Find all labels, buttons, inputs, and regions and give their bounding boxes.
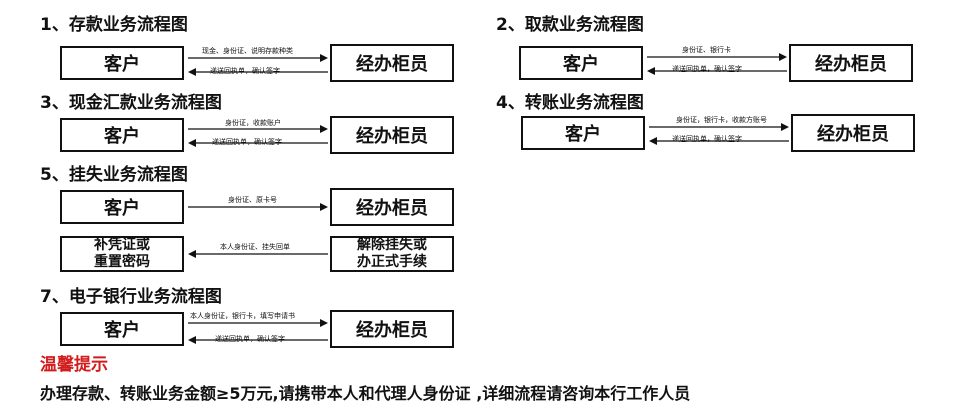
- forward-label: 身份证、银行卡: [682, 46, 731, 54]
- customer-box: 客户: [60, 312, 184, 346]
- back-arrow: [647, 67, 787, 75]
- forward-label: 身份证，收款账户: [225, 119, 281, 127]
- back-arrow: [188, 336, 328, 344]
- section-title: 3、现金汇款业务流程图: [40, 93, 222, 113]
- forward-arrow: [188, 54, 328, 62]
- back-arrow: [188, 68, 328, 76]
- back-label: 递送回执单，确认签字: [672, 65, 742, 73]
- tip-text: 办理存款、转账业务金额≥5万元,请携带本人和代理人身份证 ,详细流程请咨询本行工…: [40, 384, 691, 403]
- forward-label: 身份证，银行卡，收款方账号: [676, 116, 767, 124]
- teller-box: 经办柜员: [330, 44, 454, 82]
- forward-arrow: [188, 319, 328, 327]
- customer-box: 客户: [60, 118, 184, 152]
- forward-label: 身份证、原卡号: [228, 196, 277, 204]
- back-label: 本人身份证、挂失回单: [220, 243, 290, 251]
- customer-box: 客户: [519, 46, 643, 80]
- section-title: 1、存款业务流程图: [40, 15, 188, 35]
- cancel-loss-line-2: 办正式手续: [357, 254, 427, 270]
- teller-box: 经办柜员: [330, 310, 454, 348]
- back-arrow: [188, 139, 328, 147]
- forward-arrow: [188, 203, 328, 211]
- forward-label: 现金、身份证、说明存款种类: [202, 47, 293, 55]
- customer-box: 客户: [521, 116, 645, 150]
- tip-title: 温馨提示: [40, 355, 108, 375]
- forward-arrow: [188, 125, 328, 133]
- customer-box: 客户: [60, 46, 184, 80]
- forward-arrow: [647, 53, 787, 61]
- section-title: 2、取款业务流程图: [496, 15, 644, 35]
- back-arrow: [649, 137, 789, 145]
- back-label: 递送回执单，确认签字: [210, 67, 280, 75]
- back-arrow: [188, 250, 328, 258]
- back-label: 递送回执单，确认签字: [672, 135, 742, 143]
- cancel-loss-box: 解除挂失或 办正式手续: [330, 236, 454, 272]
- teller-box: 经办柜员: [789, 44, 913, 82]
- reissue-line-1: 补凭证或: [94, 237, 150, 253]
- reissue-box: 补凭证或 重置密码: [60, 236, 184, 272]
- back-label: 递送回执单，确认签字: [215, 335, 285, 343]
- forward-label: 本人身份证，银行卡，填写申请书: [190, 312, 295, 320]
- section-title: 7、电子银行业务流程图: [40, 287, 222, 307]
- teller-box: 经办柜员: [330, 116, 454, 154]
- cancel-loss-line-1: 解除挂失或: [357, 237, 427, 253]
- back-label: 递送回执单，确认签字: [212, 138, 282, 146]
- teller-box: 经办柜员: [330, 188, 454, 226]
- forward-arrow: [649, 123, 789, 131]
- customer-box: 客户: [60, 190, 184, 224]
- section-title: 5、挂失业务流程图: [40, 165, 188, 185]
- teller-box: 经办柜员: [791, 114, 915, 152]
- section-title: 4、转账业务流程图: [496, 93, 644, 113]
- reissue-line-2: 重置密码: [94, 254, 150, 270]
